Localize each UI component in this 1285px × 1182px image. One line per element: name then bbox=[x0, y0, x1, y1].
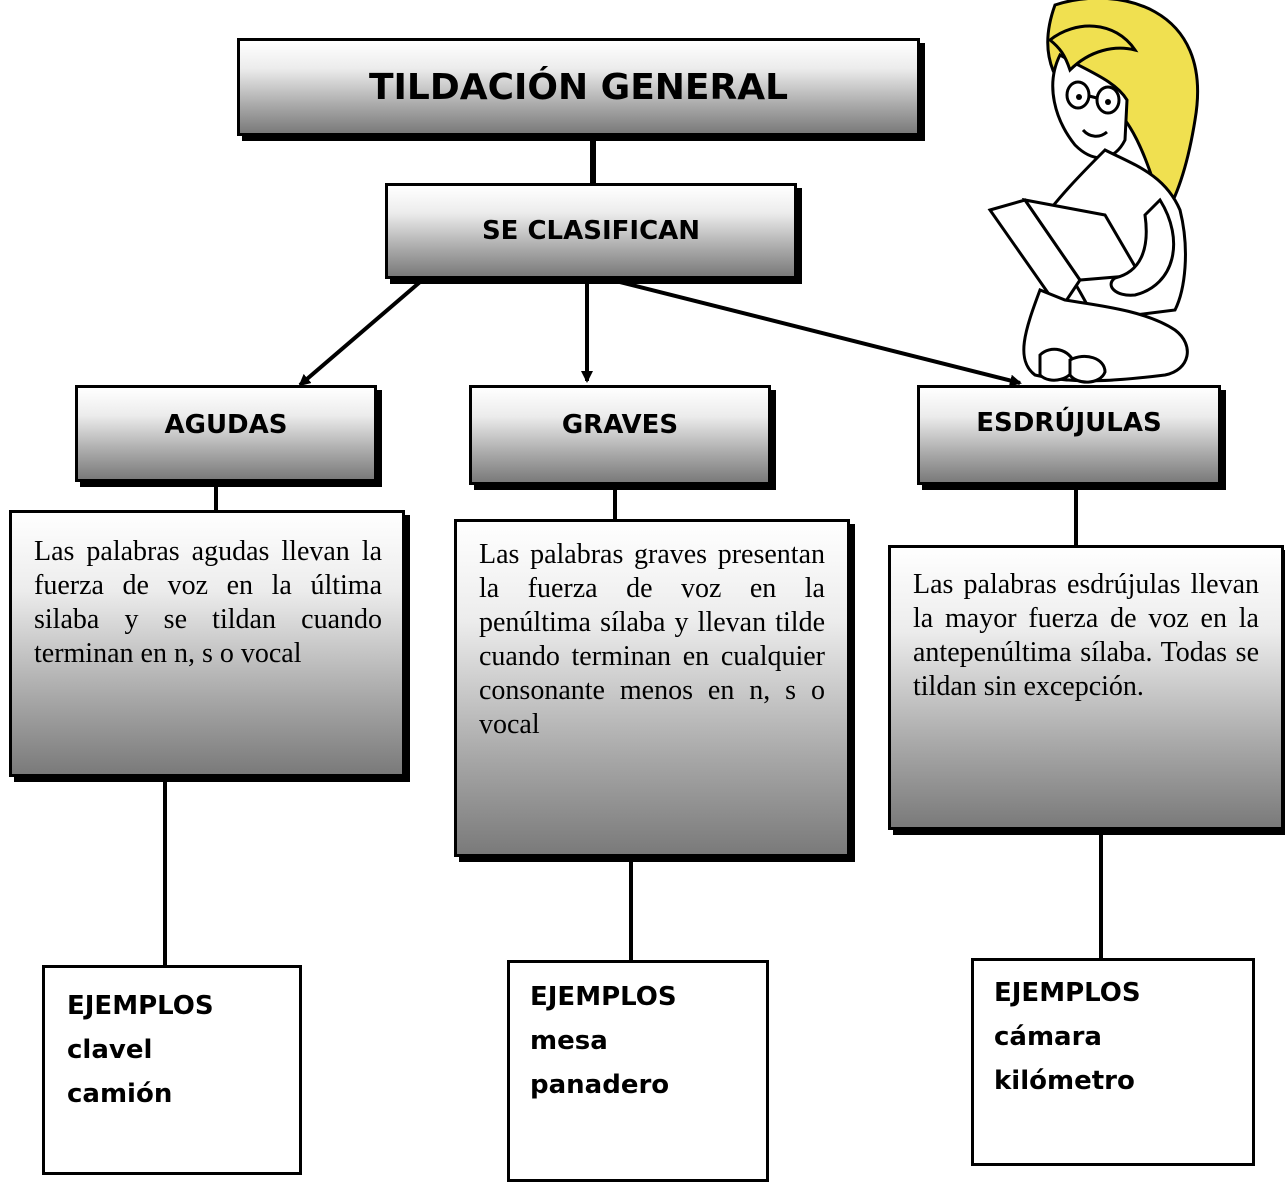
arrow-esdrujulas bbox=[619, 280, 1022, 387]
category-header-graves: GRAVES bbox=[469, 385, 771, 485]
description-text: Las palabras graves presentan la fuerza … bbox=[479, 539, 825, 740]
description-esdrujulas: Las palabras esdrújulas llevan la mayor … bbox=[888, 545, 1284, 830]
examples-esdrujulas: EJEMPLOS cámara kilómetro bbox=[971, 958, 1255, 1166]
description-text: Las palabras agudas llevan la fuerza de … bbox=[34, 536, 382, 669]
category-header-esdrujulas: ESDRÚJULAS bbox=[917, 385, 1221, 485]
examples-agudas: EJEMPLOS clavel camión bbox=[42, 965, 302, 1175]
examples-graves: EJEMPLOS mesa panadero bbox=[507, 960, 769, 1182]
description-graves: Las palabras graves presentan la fuerza … bbox=[454, 519, 850, 857]
category-name: AGUDAS bbox=[164, 410, 288, 440]
category-header-agudas: AGUDAS bbox=[75, 385, 377, 482]
example-item: kilómetro bbox=[994, 1066, 1135, 1096]
example-item: clavel bbox=[67, 1035, 153, 1065]
title-text: TILDACIÓN GENERAL bbox=[368, 66, 789, 108]
example-item: camión bbox=[67, 1079, 173, 1109]
reading-girl-illustration bbox=[987, 0, 1199, 384]
title-box: TILDACIÓN GENERAL bbox=[237, 38, 920, 136]
example-item: mesa bbox=[530, 1026, 608, 1056]
description-text: Las palabras esdrújulas llevan la mayor … bbox=[913, 569, 1259, 702]
subtitle-text: SE CLASIFICAN bbox=[481, 216, 701, 246]
examples-label: EJEMPLOS bbox=[994, 978, 1141, 1008]
arrow-agudas bbox=[298, 280, 422, 387]
example-item: panadero bbox=[530, 1070, 670, 1100]
description-agudas: Las palabras agudas llevan la fuerza de … bbox=[9, 510, 405, 777]
subtitle-box: SE CLASIFICAN bbox=[385, 183, 797, 279]
glasses bbox=[1065, 80, 1091, 110]
category-name: ESDRÚJULAS bbox=[976, 408, 1162, 438]
category-name: GRAVES bbox=[561, 410, 679, 440]
examples-label: EJEMPLOS bbox=[67, 991, 214, 1021]
example-item: cámara bbox=[994, 1022, 1102, 1052]
examples-label: EJEMPLOS bbox=[530, 982, 677, 1012]
